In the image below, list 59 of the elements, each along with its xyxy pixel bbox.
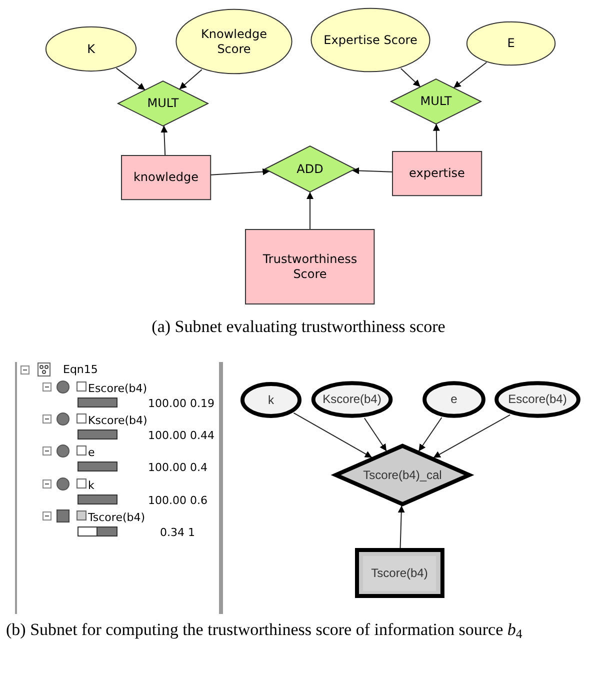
arrow <box>210 168 270 176</box>
node-label: e <box>450 392 458 407</box>
variable-ellipse <box>310 7 431 73</box>
tree-item-label: 100.00 0.4 <box>148 460 208 476</box>
arrow <box>418 417 442 452</box>
operator-diamond <box>118 81 208 126</box>
variable-ellipse <box>45 26 137 72</box>
node-label: ADD <box>296 162 324 176</box>
arrow <box>352 167 392 174</box>
node-label: E <box>506 36 516 51</box>
variable-ellipse <box>493 380 582 419</box>
node-label: Tscore(b4) <box>370 566 429 580</box>
calculation-diamond <box>333 444 472 506</box>
arrow <box>160 125 168 156</box>
probability-value: Tscore(b4) <box>88 510 146 526</box>
operator-diamond <box>265 146 355 192</box>
node-label: Expertise Score <box>322 32 418 48</box>
operator-diamond <box>391 79 481 124</box>
arrow <box>432 414 511 458</box>
arrow <box>364 418 388 452</box>
tree-item-label: 100.00 0.19 <box>148 396 216 412</box>
arrow <box>178 69 202 90</box>
caption: (a) Subnet evaluating trustworthiness score <box>150 316 446 338</box>
node-label: K <box>86 42 96 56</box>
tree-item-label: 100.00 0.44 <box>148 428 216 444</box>
variable-ellipse <box>422 380 486 419</box>
variable-ellipse <box>466 21 556 66</box>
probability-value: k <box>88 478 96 494</box>
tree-item-label: Eqn15 <box>63 362 99 378</box>
variable-ellipse <box>240 381 302 419</box>
node-label: Escore(b4) <box>507 392 568 407</box>
result-box <box>355 548 444 598</box>
arrow <box>116 68 146 90</box>
node-label: knowledge <box>132 170 200 185</box>
arrow <box>293 412 372 458</box>
node-label: Tscore(b4)_cal <box>362 468 443 482</box>
node-label: Knowledge Score <box>200 26 268 56</box>
arrow <box>453 62 488 88</box>
probability-value: e <box>88 445 96 461</box>
arrow <box>400 68 421 88</box>
process-box <box>392 151 482 196</box>
tree-item-label: 0.34 1 <box>160 525 196 541</box>
arrow <box>306 192 314 230</box>
arrow <box>398 505 405 548</box>
variable-ellipse <box>175 8 293 75</box>
process-box <box>245 229 375 305</box>
tree-item-label: 100.00 0.6 <box>148 493 208 509</box>
caption: (b) Subnet for computing the trustworthiness score of information source b$_{4}$ <box>6 619 524 641</box>
process-box <box>121 155 211 200</box>
probability-value: Kscore(b4) <box>88 413 148 429</box>
node-label: k <box>267 392 275 408</box>
node-label: expertise <box>408 166 466 181</box>
tree-item-label: Escore(b4) <box>88 381 148 397</box>
variable-ellipse <box>310 380 394 419</box>
node-label: Kscore(b4) <box>322 392 382 407</box>
node-label: Trustworthiness Score <box>262 252 358 282</box>
arrow <box>432 123 440 152</box>
node-label: MULT <box>419 94 453 109</box>
node-label: MULT <box>146 96 180 111</box>
